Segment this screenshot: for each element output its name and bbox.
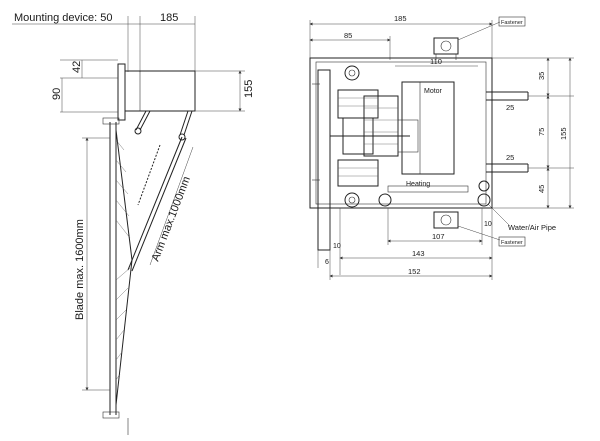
arm-spring [137,144,161,206]
dim-107: 107 [432,232,445,241]
wiper-blade [115,129,133,406]
section-view: 185 85 110 Fastener Fastener [309,14,574,280]
dim-152: 152 [408,267,421,276]
dim-25-top: 25 [506,103,514,112]
heating-element [387,185,469,193]
dim-75: 75 [537,128,546,136]
glass-top-seal [102,117,120,125]
water-pipe-leader [487,203,511,227]
side-view: Mounting device: 50 185 42 90 155 A [12,12,255,435]
wheel-top [344,65,360,81]
dim-143: 143 [412,249,425,258]
water-air-pipe-label: Water/Air Pipe [508,223,556,232]
dim-155-right: 155 [559,127,568,140]
dim-185-right: 185 [394,14,407,23]
dim-155-left: 155 [243,80,255,98]
dim-35: 35 [537,72,546,80]
pivot-right [178,133,186,141]
wheel-bottom-mid [378,193,392,207]
fastener-bottom-label: Fastener [501,240,523,246]
dim-45: 45 [537,185,546,193]
housing-outline [309,57,493,209]
arm-dim-line [149,146,194,266]
wheel-bottom-left [344,192,360,208]
pivot-left [134,127,142,135]
dim-6: 6 [325,259,329,266]
motor-label: Motor [424,88,443,95]
fastener-top-label: Fastener [501,20,523,26]
motor-housing [124,70,196,112]
fastener-top-leader [457,21,501,41]
heating-label: Heating [406,181,430,188]
wheel-bottom-right [477,193,491,207]
blade-label: Blade max. 1600mm [74,219,86,320]
motor-body [401,81,455,175]
dim-90: 90 [51,88,63,100]
link-left [135,110,147,131]
dim-top-width: 185 [160,12,178,24]
link-right [179,110,189,136]
dim-110: 110 [430,57,442,66]
dim-85: 85 [344,31,352,40]
dim-42: 42 [71,61,83,73]
mounting-device-label: Mounting device: 50 [14,12,112,24]
dim-10-left: 10 [333,243,341,250]
dim-25-bottom: 25 [506,153,514,162]
fastener-top-part [433,37,459,60]
mount-bracket [317,69,331,251]
fastener-bottom-part [433,211,459,229]
arm-label: Arm max.1000mm [150,175,193,263]
fastener-bottom-leader [457,225,501,241]
arm [127,136,183,271]
dim-10-right: 10 [484,221,492,228]
mount-plate [117,63,126,121]
glass-bottom-seal [102,411,120,419]
